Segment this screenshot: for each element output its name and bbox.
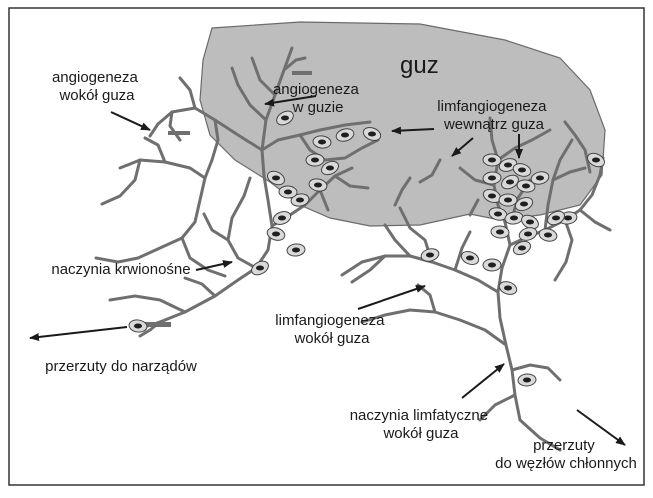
- endothelial-cell: [306, 154, 324, 167]
- label-blood-vessels: naczynia krwionośne: [51, 261, 190, 278]
- arrow-lymph-around: [358, 286, 425, 309]
- endothelial-cell: [128, 319, 147, 333]
- label-lymphangiogenesis-inside-tumor: limfangiogeneza wewnątrz guza: [437, 98, 550, 133]
- endothelial-cell: [483, 259, 501, 271]
- label-lymphatic-vessels-around-tumor: naczynia limfatyczne wokół guza: [350, 407, 493, 442]
- arrow-lymph-vessels: [462, 364, 504, 398]
- endothelial-cell: [499, 194, 517, 206]
- endothelial-cell: [459, 249, 480, 267]
- label-lymphangiogenesis-around-tumor: limfangiogeneza wokół guza: [275, 312, 388, 347]
- endothelial-cell: [279, 186, 298, 199]
- label-angiogenesis-around-tumor: angiogeneza wokół guza: [52, 69, 142, 104]
- endothelial-cell: [518, 373, 537, 386]
- vessel-segment: [145, 322, 171, 327]
- vessel-segment: [168, 131, 190, 135]
- vessel-segment: [292, 71, 312, 75]
- endothelial-cell: [249, 258, 271, 277]
- endothelial-cell: [538, 227, 558, 243]
- endothelial-cell: [286, 243, 305, 257]
- arrow-organ-metastases: [30, 327, 127, 338]
- tumor-label: guz: [400, 52, 439, 79]
- label-metastases-to-lymph-nodes: przerzuty do węzłów chłonnych: [495, 437, 637, 472]
- arrow-angio-around: [111, 112, 150, 130]
- label-metastases-to-organs: przerzuty do narządów: [45, 358, 197, 375]
